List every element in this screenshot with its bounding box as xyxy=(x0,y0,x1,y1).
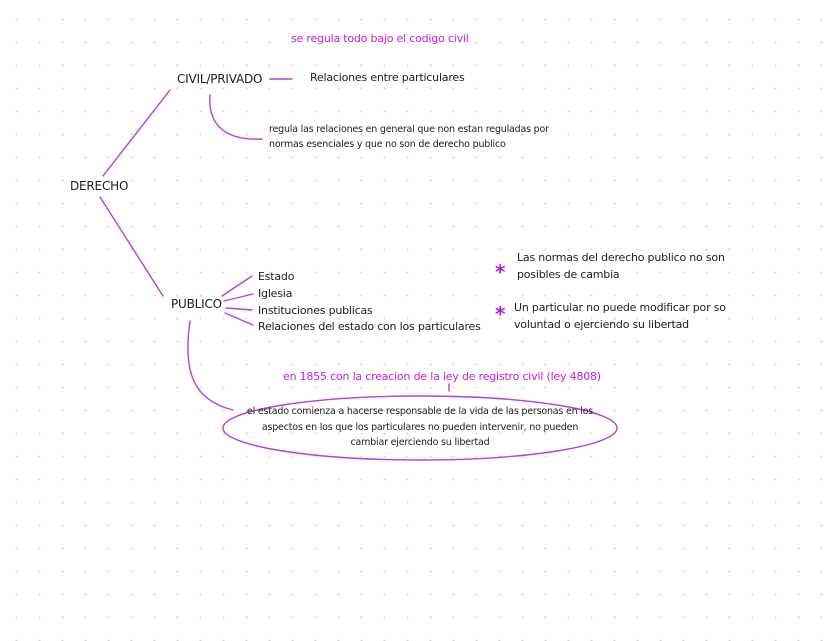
civil-desc-line2: normas esenciales y que no son de derech… xyxy=(269,139,506,150)
edge-publico-iglesia xyxy=(223,293,254,302)
publico-item-instituciones: Instituciones publicas xyxy=(258,304,373,317)
asterisk-icon: * xyxy=(495,260,506,284)
publico-item-estado: Estado xyxy=(258,270,295,283)
edge-publico-instituciones xyxy=(225,307,253,311)
history-line2: aspectos en los que los particulares no … xyxy=(261,422,579,433)
publico-note1-line1: Las normas del derecho publico no son xyxy=(517,251,725,264)
civil-relaciones: Relaciones entre particulares xyxy=(310,71,465,84)
node-publico: PUBLICO xyxy=(171,297,222,311)
publico-note1-line2: posibles de cambia xyxy=(517,268,620,281)
history-line3: cambiar ejerciendo su libertad xyxy=(350,437,490,448)
publico-item-iglesia: Iglesia xyxy=(258,287,293,300)
publico-item-relaciones: Relaciones del estado con los particular… xyxy=(258,320,481,333)
history-ellipse xyxy=(222,395,618,461)
edge-publico-relaciones xyxy=(224,312,254,326)
civil-note-top: se regula todo bajo el codigo civil xyxy=(291,32,469,45)
civil-desc-line1: regula las relaciones en general que non… xyxy=(269,124,549,135)
edge-civil-desc xyxy=(209,94,263,140)
publico-note2-line2: voluntad o ejerciendo su libertad xyxy=(514,318,689,331)
edge-derecho-civil xyxy=(102,89,171,177)
node-civil-privado: CIVIL/PRIVADO xyxy=(177,72,263,86)
node-derecho: DERECHO xyxy=(70,179,129,193)
edge-derecho-publico xyxy=(99,196,164,297)
history-line1: el estado comienza a hacerse responsable… xyxy=(246,406,594,417)
publico-note2-line1: Un particular no puede modificar por so xyxy=(514,301,726,314)
edge-publico-history xyxy=(187,320,234,411)
asterisk-icon: * xyxy=(495,302,506,326)
edge-publico-estado xyxy=(221,275,253,297)
history-title: en 1855 con la creacion de la ley de reg… xyxy=(283,370,601,383)
